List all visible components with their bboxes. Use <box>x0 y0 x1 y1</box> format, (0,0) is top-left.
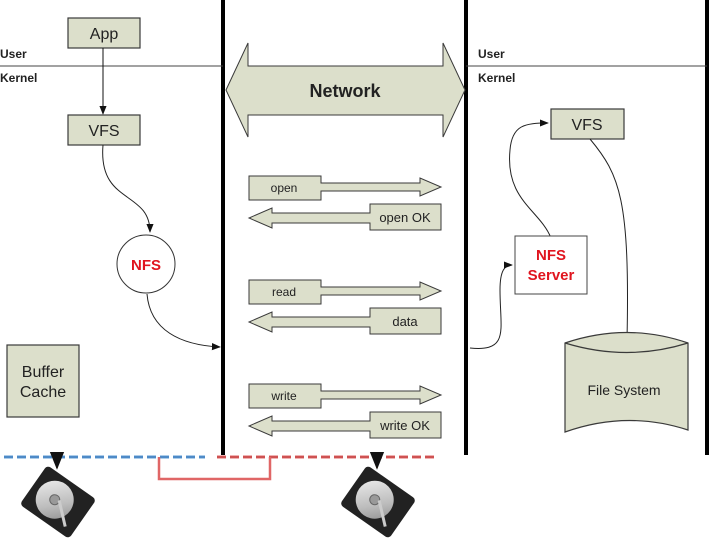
client-kernel-label: Kernel <box>0 71 37 85</box>
reply-arrow <box>247 411 442 439</box>
client-vfs-box: VFS <box>67 114 141 146</box>
reply-arrow <box>247 203 442 231</box>
server-hard-disk-icon <box>341 466 415 538</box>
request-arrow <box>248 279 443 305</box>
network-label: Network <box>309 81 381 101</box>
network-double-arrow: Network <box>225 42 466 138</box>
client-vfs-label: VFS <box>88 123 119 140</box>
nfs-client-circle: NFS <box>116 234 176 294</box>
request-arrow <box>248 175 443 201</box>
request-arrow <box>248 383 443 409</box>
reply-label: open OK <box>379 210 431 225</box>
nfs-server-line2: Server <box>528 267 575 284</box>
server-vfs-box: VFS <box>550 108 625 140</box>
server-kernel-label: Kernel <box>478 71 515 85</box>
reply-label: data <box>392 314 418 329</box>
message-pair-write: write write OK <box>247 383 443 439</box>
message-exchanges: open open OK read data write write OK <box>247 175 443 439</box>
bus-bridge-connector <box>157 457 272 481</box>
buffer-cache-line1: Buffer <box>22 364 65 381</box>
message-pair-read: read data <box>247 279 443 335</box>
server-user-label: User <box>478 47 505 61</box>
buffer-cache-line2: Cache <box>20 384 66 401</box>
nfs-client-label: NFS <box>131 257 161 274</box>
reply-arrow <box>247 307 442 335</box>
client-user-label: User <box>0 47 27 61</box>
network-to-nfs-server-arrow <box>469 261 513 349</box>
request-label: write <box>270 389 297 403</box>
nfs-server-to-vfs-arrow <box>509 119 552 239</box>
request-label: read <box>272 285 296 299</box>
app-box: App <box>67 17 141 49</box>
buffer-cache-box: Buffer Cache <box>6 344 80 418</box>
vfs-to-nfs-arrow <box>102 144 154 233</box>
file-system-label: File System <box>587 382 660 398</box>
file-system-cylinder: File System <box>564 331 689 433</box>
nfs-to-network-arrow <box>146 293 221 351</box>
nfs-server-box: NFS Server <box>514 235 588 295</box>
message-pair-open: open open OK <box>247 175 443 231</box>
app-label: App <box>90 26 119 43</box>
nfs-server-line1: NFS <box>536 247 566 264</box>
reply-label: write OK <box>379 418 430 433</box>
client-hard-disk-icon <box>21 466 95 538</box>
server-vfs-label: VFS <box>571 117 602 134</box>
request-label: open <box>271 181 298 195</box>
vfs-to-filesystem-arrow <box>589 138 631 341</box>
